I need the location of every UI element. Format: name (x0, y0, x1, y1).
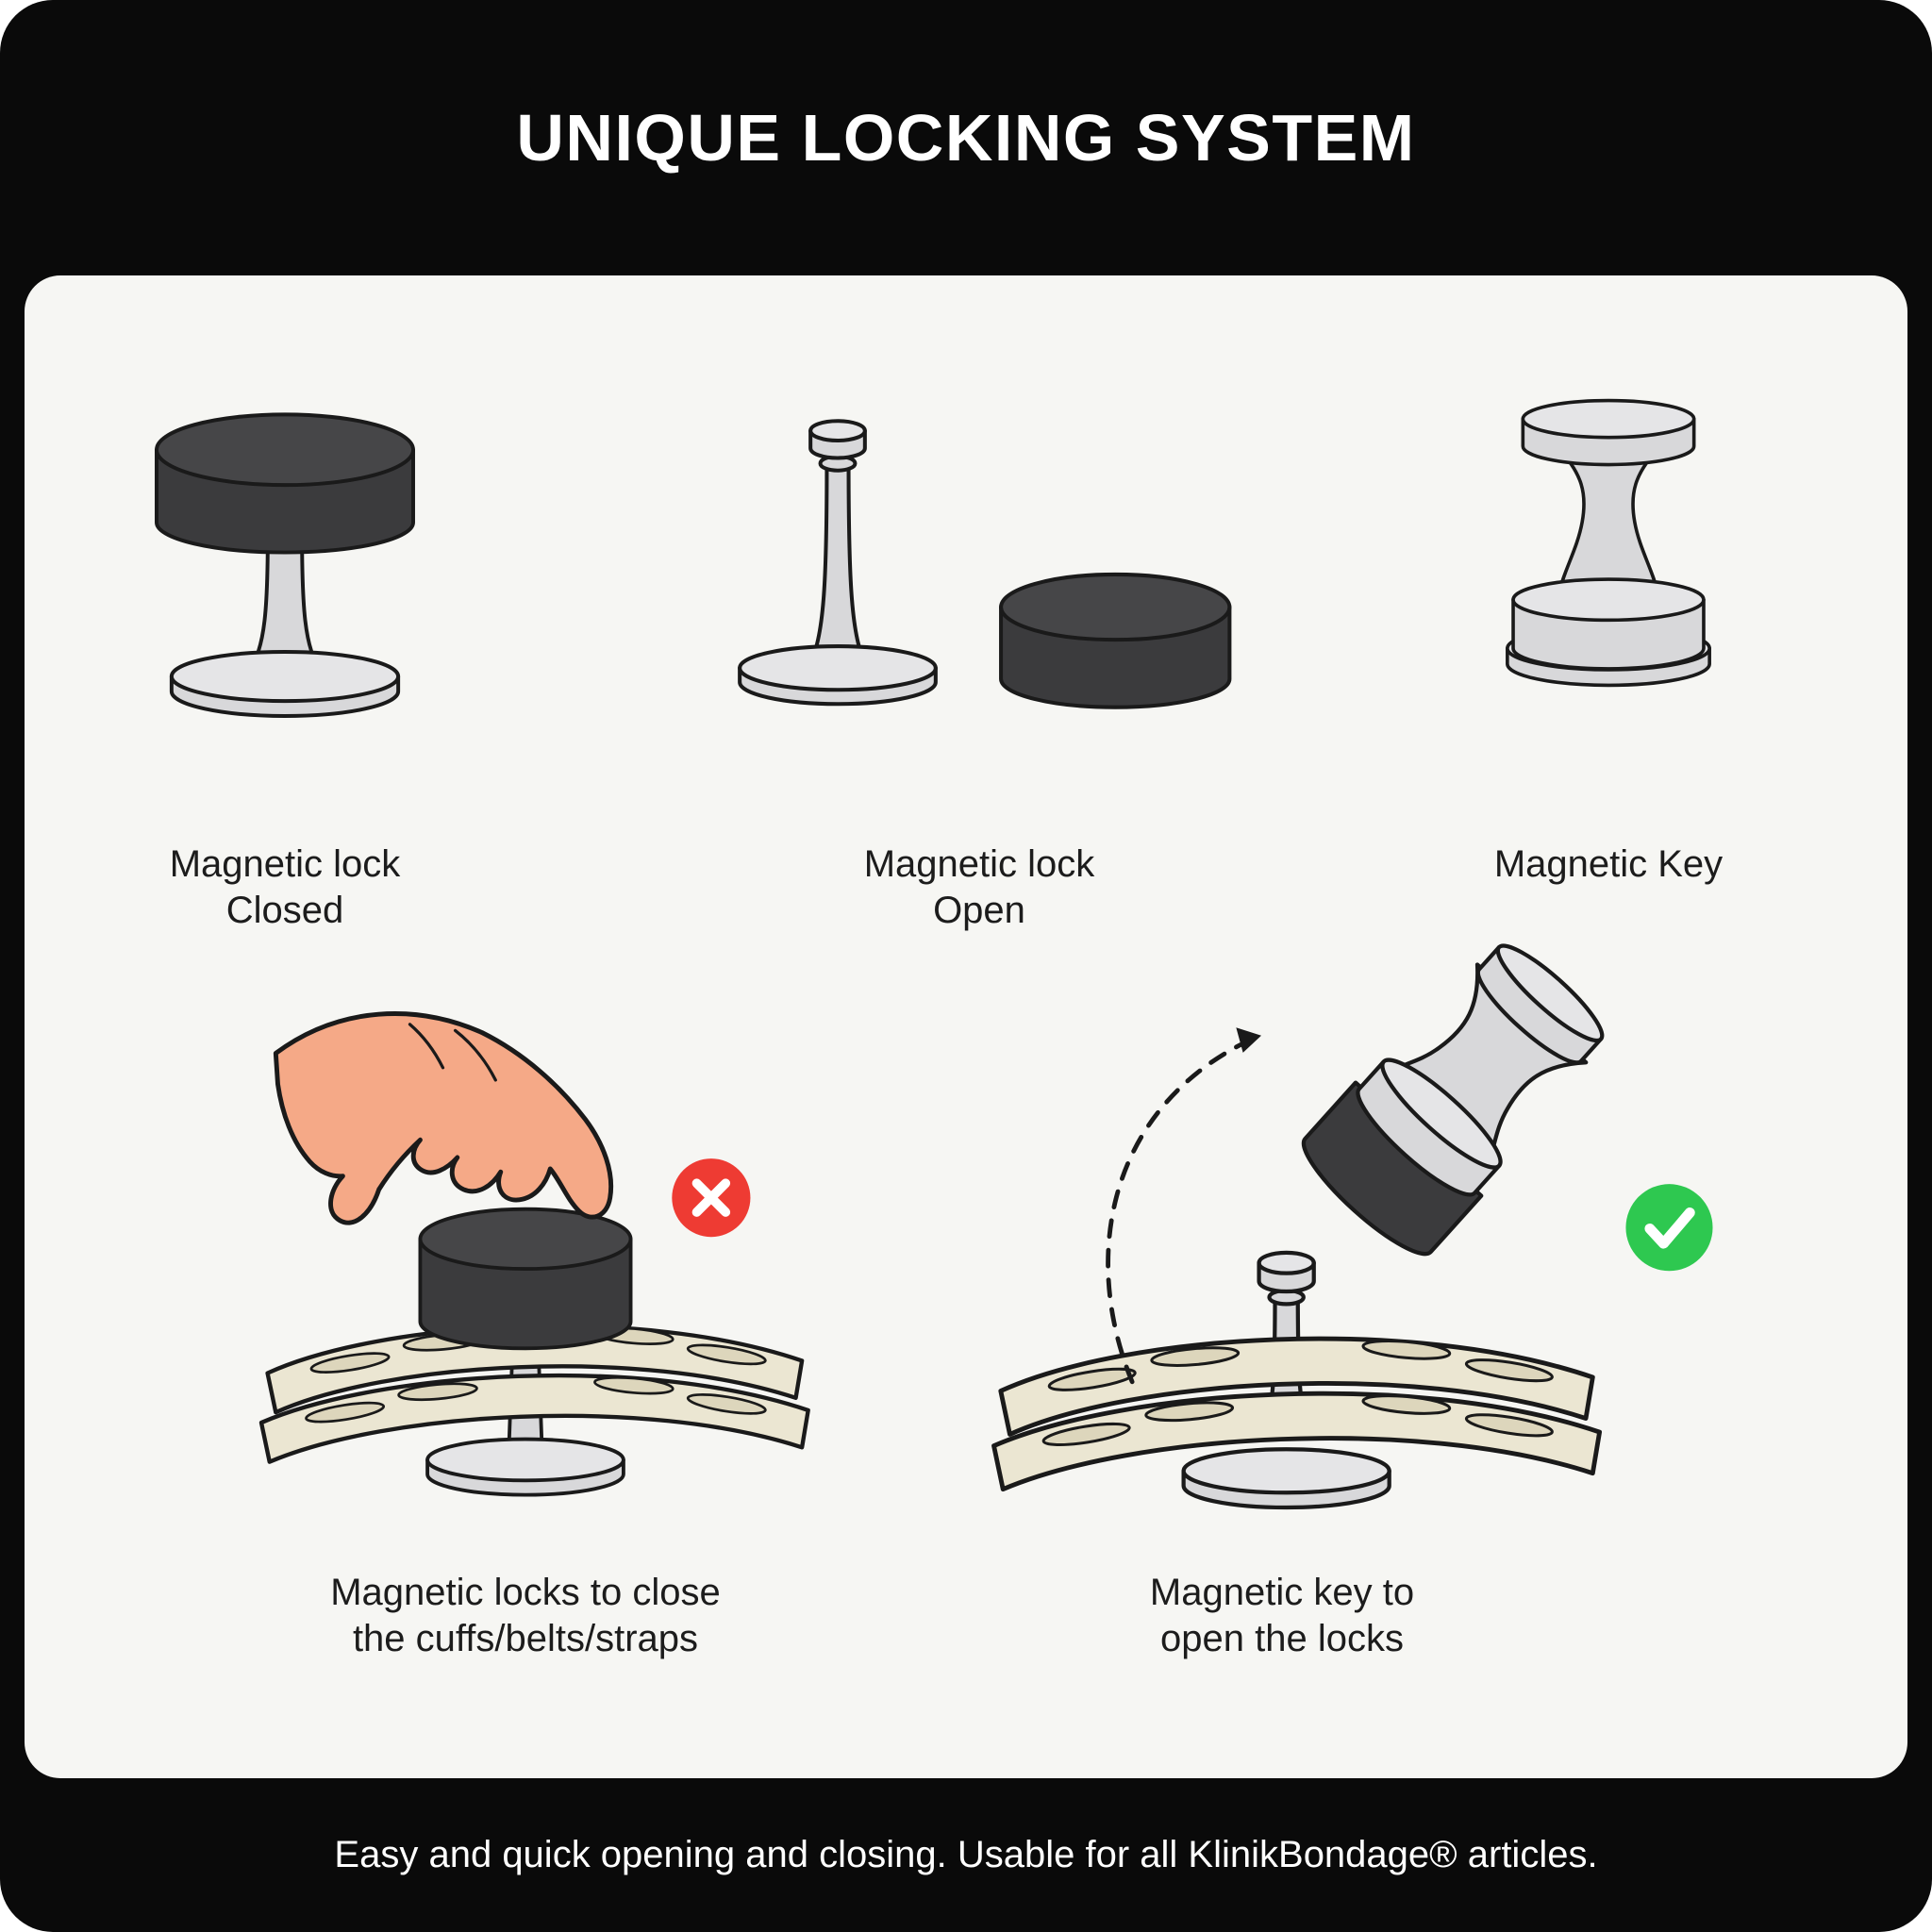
lock-cap-top (418, 1207, 633, 1272)
key-rim-top (1380, 1058, 1503, 1170)
key-cap-top (1495, 943, 1605, 1043)
lock-cap-top (155, 412, 415, 488)
strap-lower (991, 1391, 1603, 1492)
attached-lock-cap (1301, 1080, 1484, 1257)
check-circle-icon (1625, 1184, 1713, 1272)
key-neck (1554, 444, 1663, 596)
caption-line: Magnetic Key (1493, 843, 1724, 885)
pin-cap-top (808, 419, 867, 443)
caption-line: Magnetic lock (863, 843, 1095, 885)
lock-closed-figure (125, 393, 445, 742)
caption-line: Open (933, 889, 1025, 931)
header-band: UNIQUE LOCKING SYSTEM (0, 0, 1932, 275)
detached-lock-cap (999, 572, 1232, 709)
open-demo-figure (921, 924, 1721, 1588)
caption-line: Magnetic lock (169, 843, 401, 885)
pin-cap-top (1257, 1250, 1316, 1275)
lock-base-top (169, 649, 401, 704)
caption-line: Closed (225, 889, 344, 931)
caption-line: Magnetic key to (1149, 1572, 1415, 1613)
lock-base-top (425, 1437, 625, 1483)
page-title: UNIQUE LOCKING SYSTEM (516, 101, 1416, 175)
cap-top (999, 572, 1232, 642)
lock-closed-caption: Magnetic lock Closed (96, 841, 474, 934)
motion-arrow (1106, 1027, 1262, 1385)
footer-band: Easy and quick opening and closing. Usab… (0, 1834, 1932, 1876)
close-demo-figure (195, 962, 856, 1541)
lock-pin (738, 419, 938, 707)
magnetic-key-illustration (1506, 398, 1711, 688)
open-demo-caption: Magnetic key to open the locks (1018, 1570, 1546, 1662)
pin-base-top (738, 644, 938, 692)
lock-open-figure (696, 398, 1262, 752)
close-demo-caption: Magnetic locks to close the cuffs/belts/… (242, 1570, 808, 1662)
magnetic-lock-open-illustration (738, 419, 1232, 709)
key-cylinder-top (1511, 577, 1706, 623)
lock-open-caption: Magnetic lock Open (753, 841, 1206, 934)
pin-stem (807, 458, 869, 666)
open-demo-illustration (991, 943, 1713, 1510)
pin-base-top (1181, 1447, 1391, 1495)
caption-line: the cuffs/belts/straps (352, 1617, 699, 1659)
hand (273, 1011, 614, 1225)
magnetic-key-with-cap (1301, 943, 1605, 1257)
magnetic-key-figure (1462, 384, 1755, 705)
magnetic-lock-closed-illustration (155, 412, 415, 718)
strap-upper (998, 1336, 1595, 1437)
content-panel: Magnetic lock Closed Magnetic lock Open … (25, 275, 1907, 1778)
x-circle-icon (672, 1158, 751, 1238)
close-demo-illustration (258, 1011, 810, 1497)
magnetic-key-caption: Magnetic Key (1420, 841, 1797, 888)
caption-line: open the locks (1160, 1617, 1404, 1659)
footer-text: Easy and quick opening and closing. Usab… (334, 1834, 1598, 1875)
caption-line: Magnetic locks to close (330, 1572, 721, 1613)
strap-lower (258, 1373, 810, 1464)
key-cap-top (1521, 398, 1696, 440)
